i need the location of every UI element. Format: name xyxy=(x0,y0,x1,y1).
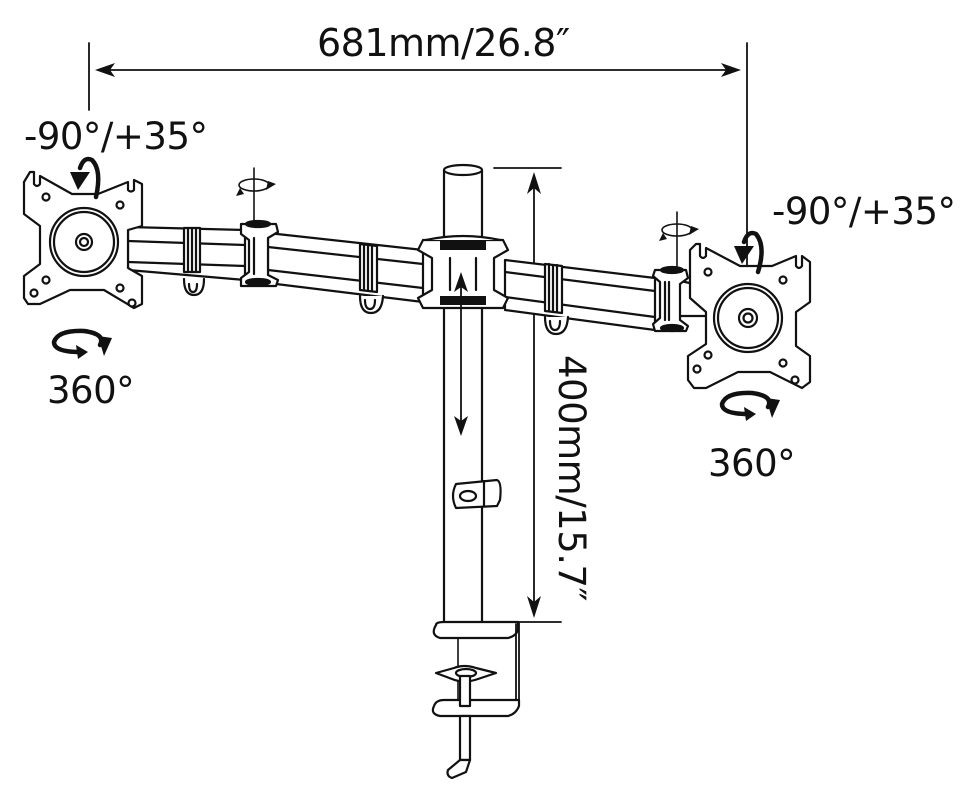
cable-clip xyxy=(451,478,502,510)
rotation-arrow-icon xyxy=(719,390,780,421)
elbow-swivel-left xyxy=(239,219,280,288)
swivel-arrow-icon xyxy=(236,167,276,223)
height-dimension-arrow xyxy=(493,167,562,623)
rotation-left-label: 360° xyxy=(47,369,135,412)
center-hub xyxy=(416,234,510,310)
left-vesa-plate xyxy=(22,170,144,310)
c-clamp xyxy=(431,620,521,718)
rotation-right-label: 360° xyxy=(708,442,796,485)
tilt-arrow-icon xyxy=(70,156,101,200)
elbow-swivel-right xyxy=(651,265,690,333)
total-width-label: 681mm/26.8″ xyxy=(317,21,570,65)
tilt-arrow-icon xyxy=(734,230,764,275)
width-dimension-arrow xyxy=(88,42,748,281)
rotation-arrow-icon xyxy=(51,328,112,359)
right-vesa-plate xyxy=(686,242,812,390)
height-adjust-arrow-icon xyxy=(454,272,468,436)
clamp-screw-handle xyxy=(434,664,498,780)
tilt-left-label: -90°/+35° xyxy=(24,115,208,158)
left-arm xyxy=(126,225,425,315)
tilt-right-label: -90°/+35° xyxy=(772,190,956,233)
pole-height-label: 400mm/15.7″ xyxy=(550,355,593,601)
swivel-arrow-icon xyxy=(659,211,699,271)
